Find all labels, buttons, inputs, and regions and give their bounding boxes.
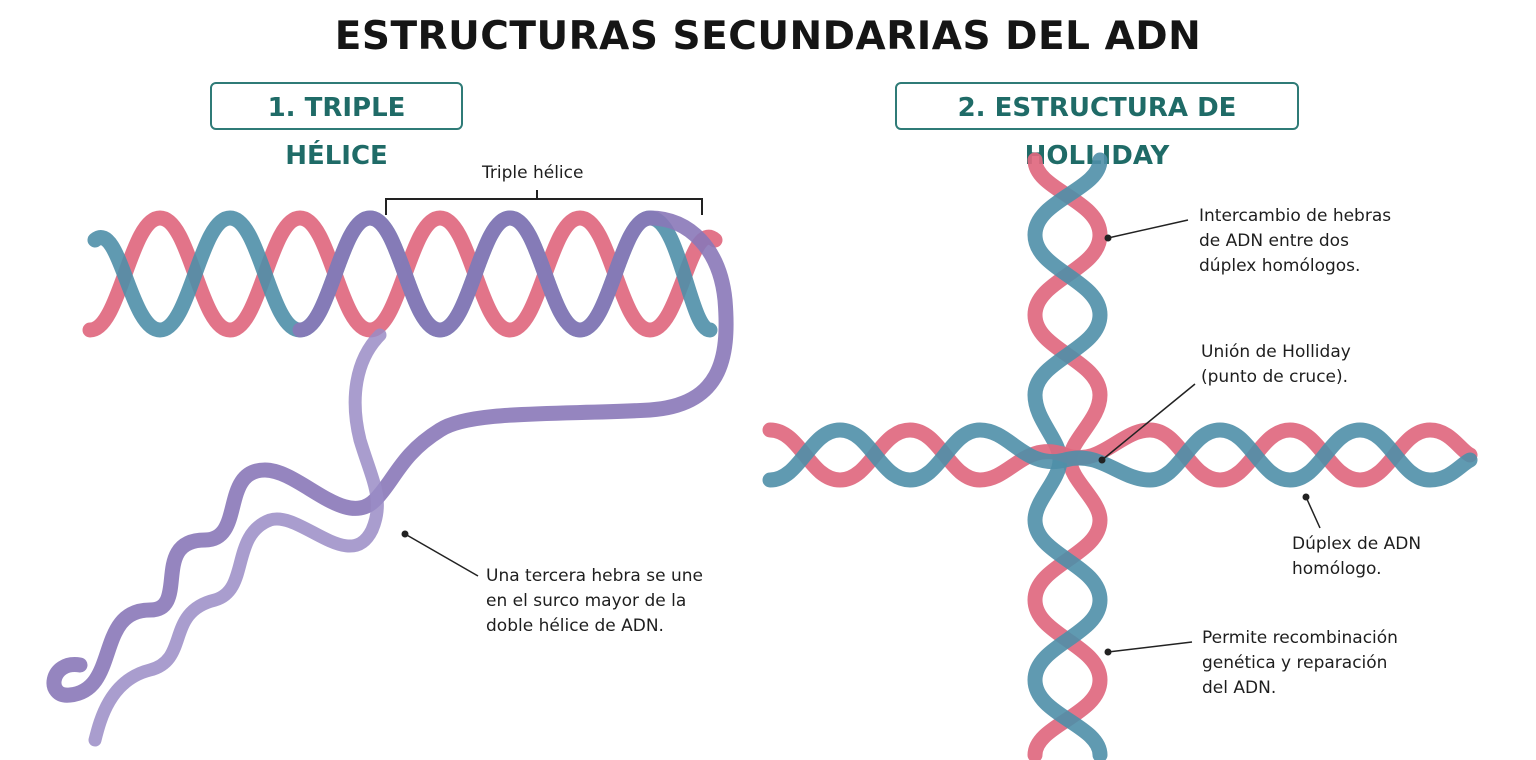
third-strand-purple: [46, 210, 734, 703]
annotation-line-left: [404, 533, 479, 577]
annotation-line-duplex: [1305, 496, 1321, 529]
annotation-third-strand: Una tercera hebra se une en el surco may…: [486, 566, 703, 636]
annotation-holliday-junction: Unión de Holliday (punto de cruce).: [1201, 342, 1351, 387]
holliday-figure: [762, 152, 1478, 760]
annotation-line-recombination: [1107, 641, 1193, 653]
triple-helix-bracket: [385, 190, 703, 215]
annotation-homologous-duplex: Dúplex de ADN homólogo.: [1292, 534, 1422, 579]
section-heading-triple-helix: 1. TRIPLE HÉLICE: [210, 82, 463, 171]
annotation-recombination: Permite recombinación genética y reparac…: [1202, 628, 1398, 698]
triple-helix-bracket-label: Triple hélice: [482, 163, 584, 183]
horizontal-strand-pink: [762, 422, 1478, 488]
third-strand-loop: [88, 328, 387, 747]
section-heading-holliday: 2. ESTRUCTURA DE HOLLIDAY: [895, 82, 1299, 171]
triple-helix-figure: [46, 190, 734, 747]
diagram-title: ESTRUCTURAS SECUNDARIAS DEL ADN: [334, 14, 1202, 59]
annotation-strand-exchange: Intercambio de hebras de ADN entre dos d…: [1199, 206, 1392, 276]
annotation-line-exchange: [1107, 219, 1189, 239]
horizontal-strand-blue: [762, 422, 1478, 488]
annotation-line-junction: [1101, 383, 1196, 461]
